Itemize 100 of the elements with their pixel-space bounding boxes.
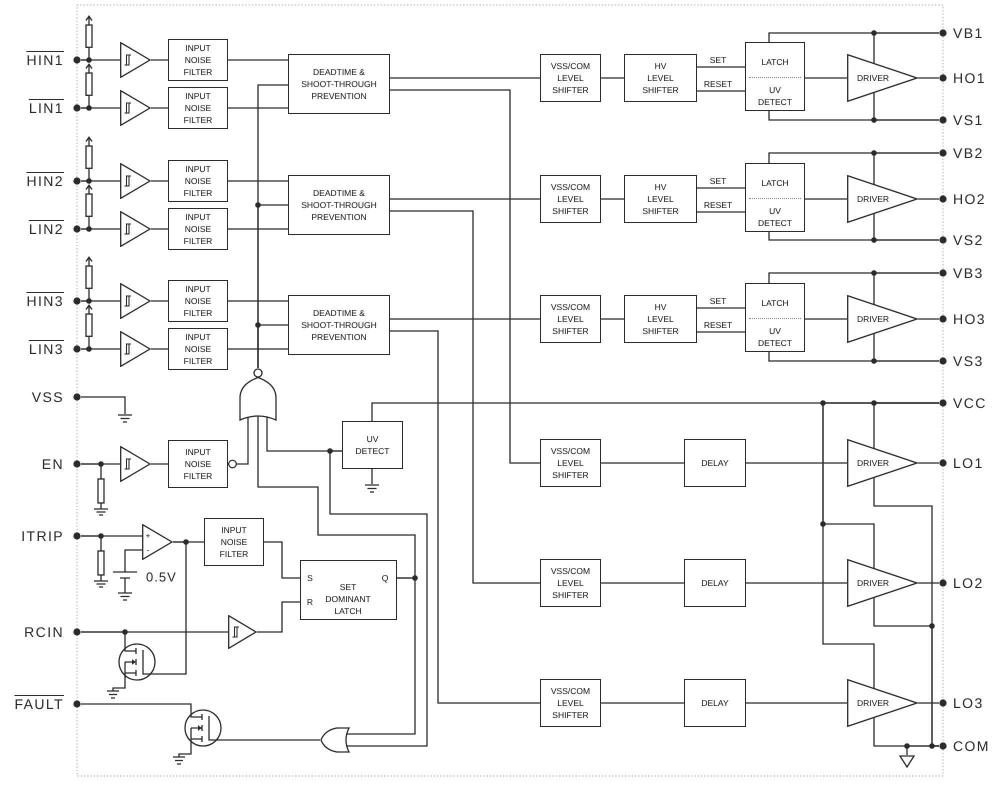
wire — [873, 32, 939, 64]
wire — [151, 228, 168, 230]
wire — [81, 180, 120, 182]
pin-label: VS2 — [953, 232, 984, 248]
filter-block — [168, 280, 228, 322]
wire — [390, 198, 540, 200]
pin-label: HIN1 — [26, 52, 64, 68]
wire — [257, 324, 288, 368]
filter-block — [168, 208, 228, 250]
wire — [81, 631, 126, 642]
pin-label: LO2 — [953, 575, 984, 591]
filter-block — [168, 440, 228, 488]
wire — [228, 180, 288, 182]
wire — [329, 450, 428, 747]
block-label: DELAY — [701, 457, 729, 469]
polarity-sign: - — [146, 546, 150, 554]
wire — [228, 425, 249, 468]
wire — [697, 187, 745, 189]
wire — [601, 582, 684, 584]
edge-label: RESET — [702, 200, 734, 210]
pin-label: HIN2 — [26, 173, 64, 189]
pin-label: LIN2 — [28, 221, 64, 237]
delay-block — [684, 439, 746, 487]
wire — [390, 318, 540, 320]
wire — [390, 77, 540, 79]
wire — [81, 348, 120, 350]
wire — [697, 211, 745, 213]
filter-block — [168, 39, 228, 81]
block-label: VSS/COM LEVEL SHIFTER — [550, 181, 590, 217]
block-label: HV LEVEL SHIFTER — [642, 181, 679, 217]
pin-label: VB1 — [953, 25, 984, 41]
wire — [873, 272, 939, 304]
delay-block — [684, 679, 746, 727]
filter-block — [168, 160, 228, 202]
wire — [918, 702, 939, 704]
wire — [151, 59, 168, 61]
level-shifter-block — [624, 295, 697, 343]
edge-label: SET — [708, 296, 728, 306]
wire — [918, 318, 939, 320]
block-label: INPUT NOISE FILTER — [184, 163, 212, 199]
wire — [805, 198, 847, 200]
wire — [151, 300, 168, 302]
block-label: UV DETECT — [758, 84, 792, 108]
wire — [601, 198, 624, 200]
pin-label: VSS — [32, 389, 64, 405]
block-label: VSS/COM LEVEL SHIFTER — [550, 60, 590, 96]
wire — [81, 396, 126, 414]
wire — [805, 77, 847, 79]
block-label: VSS/COM LEVEL SHIFTER — [550, 445, 590, 481]
filter-block — [204, 518, 264, 566]
block-label: Q — [382, 572, 388, 584]
block-label: HV LEVEL SHIFTER — [642, 301, 679, 337]
wire — [81, 107, 120, 109]
pin-label: RCIN — [24, 624, 64, 640]
block-label: S — [307, 572, 313, 584]
edge-label: SET — [708, 55, 728, 65]
delay-block — [684, 559, 746, 607]
pin-label: HO1 — [953, 70, 986, 86]
wire — [81, 535, 142, 537]
block-label: INPUT NOISE FILTER — [184, 283, 212, 319]
pin-label: VB3 — [953, 265, 984, 281]
pin-label: LO3 — [953, 695, 984, 711]
wire — [697, 66, 745, 68]
wire — [81, 703, 192, 708]
wire — [697, 90, 745, 92]
pin-label: FAULT — [14, 696, 64, 712]
wire — [257, 601, 300, 633]
block-label: INPUT NOISE FILTER — [184, 331, 212, 367]
block-label: VSS/COM LEVEL SHIFTER — [550, 565, 590, 601]
latch-block — [745, 283, 805, 352]
block-label: INPUT NOISE FILTER — [184, 446, 212, 482]
block-label: LATCH — [761, 56, 789, 68]
wire — [601, 702, 684, 704]
polarity-sign: + — [146, 532, 150, 540]
wire — [228, 228, 288, 230]
wire — [697, 307, 745, 309]
deadtime-block — [288, 295, 390, 355]
wire — [390, 210, 540, 584]
level-shifter-block — [540, 559, 601, 607]
block-label: DRIVER — [856, 577, 890, 589]
wire — [156, 541, 187, 675]
level-shifter-block — [540, 679, 601, 727]
block-label: UV DETECT — [758, 205, 792, 229]
wire — [873, 92, 939, 121]
filter-block — [168, 87, 228, 129]
wire — [918, 77, 939, 79]
wire — [822, 402, 939, 688]
wire — [906, 745, 939, 755]
wire — [805, 318, 847, 320]
pin-label: LIN3 — [28, 341, 64, 357]
level-shifter-block — [540, 439, 601, 487]
filter-block — [168, 328, 228, 370]
pin-label: VCC — [953, 395, 987, 411]
pin-label: HO2 — [953, 191, 986, 207]
wire — [222, 739, 320, 741]
latch-block — [300, 560, 397, 620]
wire — [918, 462, 939, 464]
deadtime-block — [288, 175, 390, 235]
detector-block — [342, 421, 403, 469]
block-label: DELAY — [701, 697, 729, 709]
